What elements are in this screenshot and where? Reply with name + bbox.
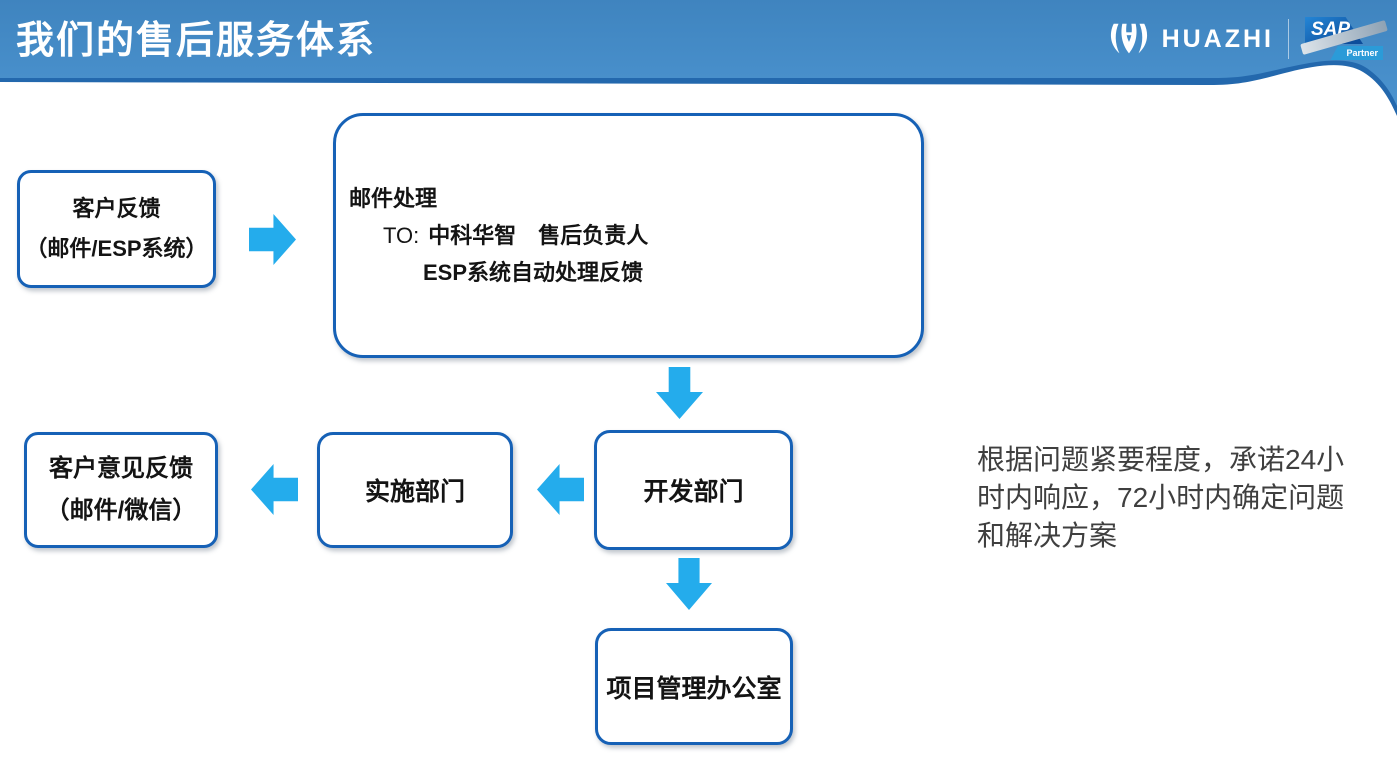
header-band — [0, 0, 1397, 116]
flow-box-mail-processing: 邮件处理 TO: 中科华智 售后负责人 ESP系统自动处理反馈 — [333, 113, 924, 358]
box-text-line: 客户意见反馈 — [49, 455, 193, 482]
flow-box-pmo: 项目管理办公室 — [595, 628, 793, 745]
arrow-left-icon — [251, 464, 298, 515]
sla-note-line: 根据问题紧要程度，承诺24小 — [977, 444, 1345, 475]
box-text-line: 客户反馈 — [72, 196, 161, 221]
arrow-left-icon — [537, 464, 584, 515]
box-text-line: 实施部门 — [364, 478, 465, 506]
to-value: 中科华智 售后负责人 — [428, 223, 649, 248]
sla-note-line: 时内响应，72小时内确定问题 — [977, 482, 1345, 513]
box-text-line: TO: 中科华智 售后负责人 — [383, 217, 921, 254]
box-text-line: 邮件处理 — [349, 186, 438, 211]
arrow-right-icon — [249, 214, 296, 265]
box-text-line: （邮件/ESP系统） — [25, 236, 208, 261]
flow-box-development: 开发部门 — [594, 430, 793, 550]
flow-box-implementation: 实施部门 — [317, 432, 513, 548]
to-label: TO: — [383, 223, 420, 248]
flow-box-customer-feedback: 客户反馈 （邮件/ESP系统） — [17, 170, 216, 288]
sap-partner-logo: SAP Partner — [1300, 15, 1388, 63]
box-text-line: 开发部门 — [643, 478, 744, 506]
flow-box-customer-opinion: 客户意见反馈 （邮件/微信） — [24, 432, 218, 548]
arrow-down-icon — [656, 367, 703, 419]
brand-area: HUAZHI SAP Partner — [1108, 15, 1388, 63]
box-text-line: （邮件/微信） — [45, 497, 197, 524]
page-title: 我们的售后服务体系 — [16, 20, 377, 62]
sap-partner-label: Partner — [1330, 46, 1383, 60]
huazhi-logo-icon — [1108, 21, 1150, 57]
box-text-line: 项目管理办公室 — [606, 674, 782, 703]
box-text-line: ESP系统自动处理反馈 — [423, 260, 644, 285]
arrow-down-icon — [666, 558, 712, 610]
logo-divider — [1288, 19, 1289, 59]
huazhi-logo-text: HUAZHI — [1161, 24, 1274, 53]
sla-note-line: 和解决方案 — [977, 520, 1118, 551]
sla-note: 根据问题紧要程度，承诺24小 时内响应，72小时内确定问题 和解决方案 — [977, 441, 1397, 555]
